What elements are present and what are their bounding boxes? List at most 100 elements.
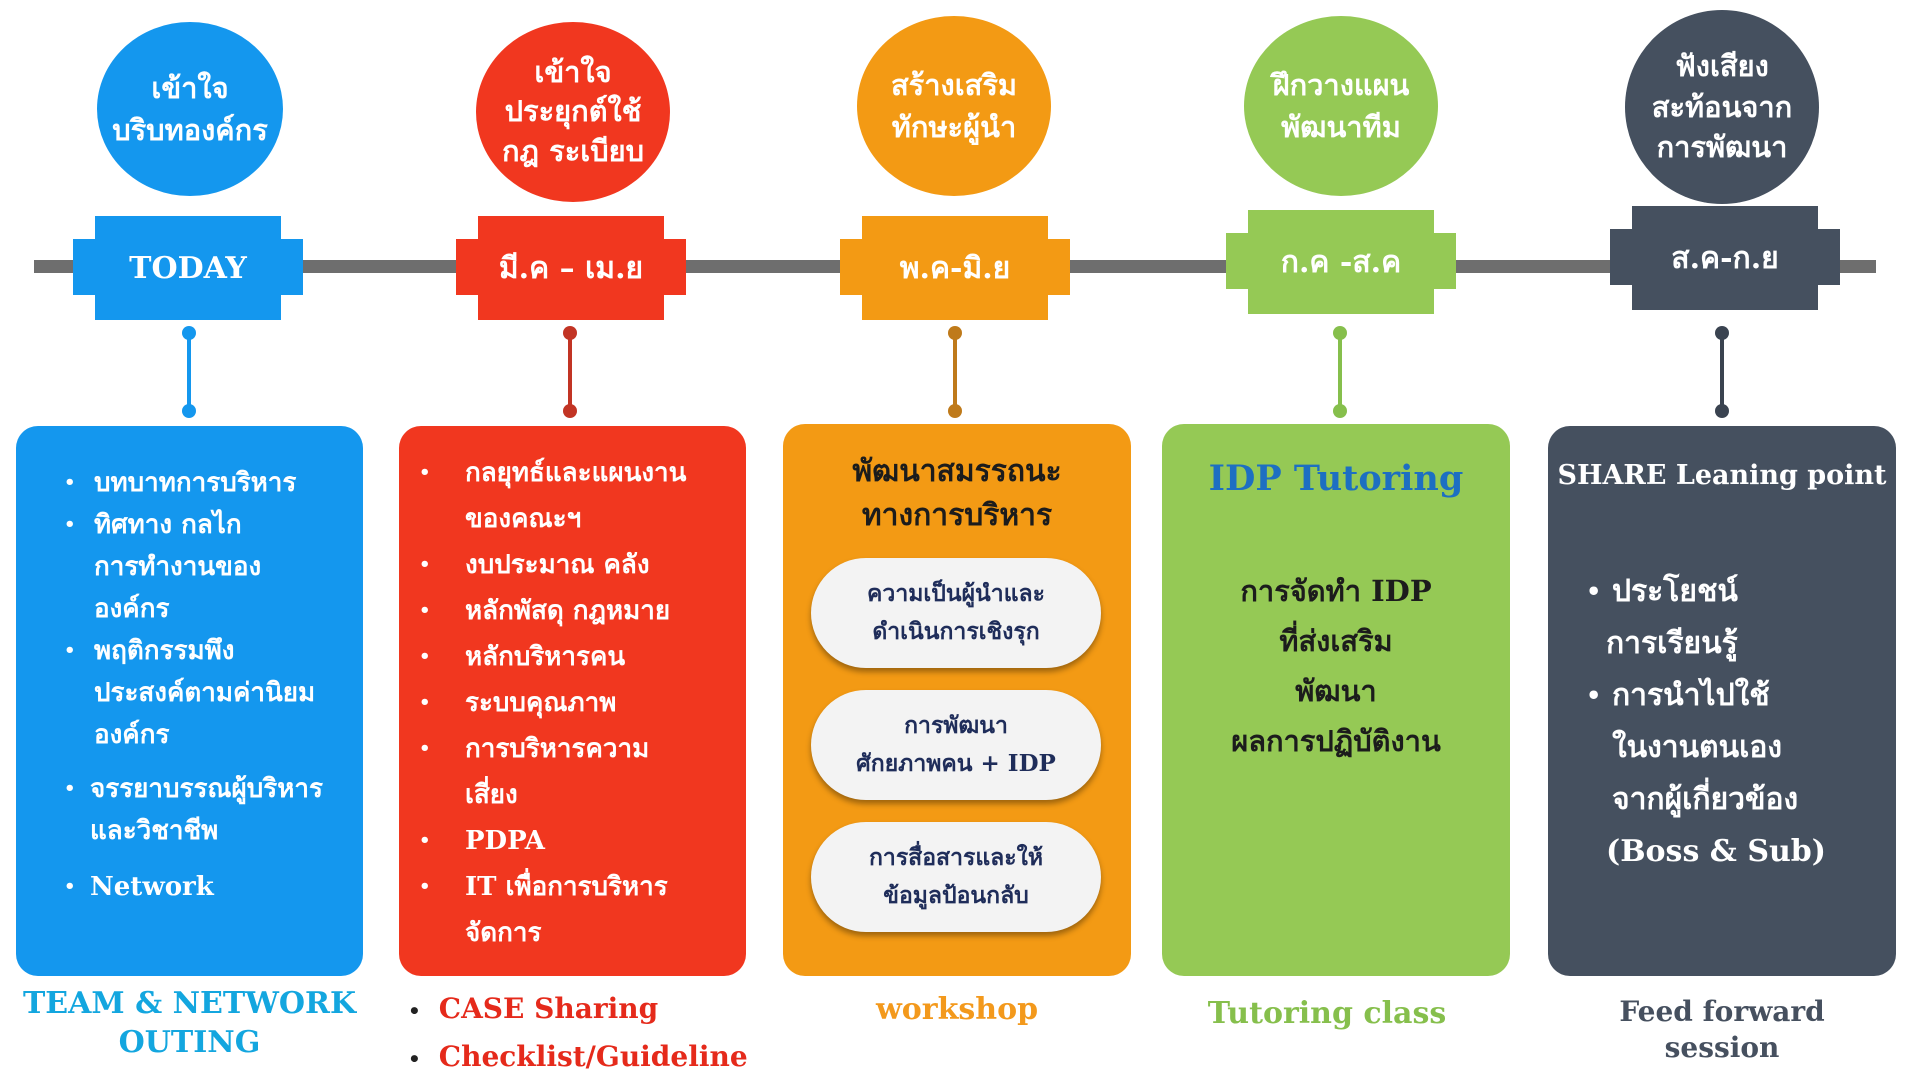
list-item: •PDPA xyxy=(419,826,545,856)
stage-4-circle: ฝึกวางแผน พัฒนาทีม xyxy=(1244,16,1438,196)
connector-stem xyxy=(568,334,572,412)
circle-line: ฝึกวางแผน xyxy=(1272,67,1410,102)
connector-dot xyxy=(1333,404,1347,418)
stage-2-panel: •กลยุทธ์และแผนงาน ของคณะฯ •งบประมาณ คลัง… xyxy=(399,426,746,976)
list-item: •หลักบริหารคน xyxy=(419,642,626,672)
list-item-continued: จัดการ xyxy=(465,918,542,948)
list-item: •ทิศทาง กลไก xyxy=(64,510,242,540)
caption-line: Feed forward xyxy=(1619,995,1825,1028)
caption-line: Tutoring class xyxy=(1207,996,1447,1031)
list-item-continued: องค์กร xyxy=(94,720,170,750)
list-item-continued: ในงานตนเอง xyxy=(1612,730,1783,765)
stage-5-title: SHARE Leaning point xyxy=(1557,460,1887,491)
connector-dot xyxy=(182,326,196,340)
stage-4-date-pill: ก.ค -ส.ค xyxy=(1226,210,1456,314)
connector-stem xyxy=(1338,334,1342,412)
stage-3-title: พัฒนาสมรรถนะ ทางการบริหาร xyxy=(783,450,1131,538)
title-line: ทางการบริหาร xyxy=(861,498,1053,533)
caption-line: •CASE Sharing xyxy=(408,992,659,1025)
connector-dot xyxy=(1715,404,1729,418)
list-item-continued: องค์กร xyxy=(94,594,170,624)
pill-label: มี.ค – เม.ย xyxy=(498,250,644,286)
circle-line: สะท้อนจาก xyxy=(1651,89,1793,124)
pill-tab xyxy=(1432,233,1456,289)
stage-2-caption: •CASE Sharing •Checklist/Guideline xyxy=(408,986,768,1082)
list-item: •พฤติกรรมพึง xyxy=(64,636,235,666)
pill-tab xyxy=(1610,229,1634,285)
circle-line: ทักษะผู้นำ xyxy=(891,110,1017,144)
list-item: •บทบาทการบริหาร xyxy=(64,468,297,498)
topic-line: ข้อมูลป้อนกลับ xyxy=(883,882,1029,909)
connector-stem xyxy=(187,334,191,412)
list-item-continued: ประสงค์ตามค่านิยม xyxy=(94,678,316,708)
topic-line: ความเป็นผู้นำและ xyxy=(867,580,1045,608)
list-item: •IT เพื่อการบริหาร xyxy=(419,872,668,902)
connector-stem xyxy=(1720,334,1724,412)
connector-dot xyxy=(182,404,196,418)
connector-dot xyxy=(948,404,962,418)
stage-5-date-pill: ส.ค-ก.ย xyxy=(1610,206,1840,310)
circle-line: กฎ ระเบียบ xyxy=(502,133,644,168)
stage-1-date-pill: TODAY xyxy=(73,216,303,320)
connector-dot xyxy=(563,404,577,418)
list-item: •ประโยชน์ xyxy=(1586,574,1738,609)
pill-label: TODAY xyxy=(129,250,247,286)
circle-line: ประยุกต์ใช้ xyxy=(504,94,642,129)
circle-line: การพัฒนา xyxy=(1656,130,1788,165)
circle-line: สร้างเสริม xyxy=(890,67,1018,102)
pill-tab xyxy=(662,239,686,295)
caption-line: OUTING xyxy=(118,1025,261,1060)
list-item-continued: (Boss & Sub) xyxy=(1606,834,1826,869)
topic-line: ศักยภาพคน + IDP xyxy=(856,750,1056,777)
circle-line: พัฒนาทีม xyxy=(1281,110,1401,144)
communication-topic-box: การสื่อสารและให้ ข้อมูลป้อนกลับ xyxy=(811,822,1101,932)
stage-5-topic-list: •ประโยชน์ การเรียนรู้ •การนำไปใช้ ในงานต… xyxy=(1586,566,1826,878)
stage-1-topic-list: •บทบาทการบริหาร •ทิศทาง กลไก การทำงานของ… xyxy=(64,462,323,908)
topic-line: การพัฒนา xyxy=(904,712,1008,740)
stage-4-caption: Tutoring class xyxy=(1162,994,1492,1033)
stage-4-body: การจัดทำ IDP ที่ส่งเสริม พัฒนา ผลการปฏิบ… xyxy=(1162,566,1510,766)
list-item-continued: ของคณะฯ xyxy=(465,504,582,534)
list-item: •กลยุทธ์และแผนงาน xyxy=(419,458,687,488)
connector-dot xyxy=(563,326,577,340)
title-line: พัฒนาสมรรถนะ xyxy=(852,454,1062,489)
pill-tab xyxy=(1816,229,1840,285)
list-item: •งบประมาณ คลัง xyxy=(419,550,650,580)
list-item-continued: การทำงานของ xyxy=(94,552,262,582)
list-item-continued: การเรียนรู้ xyxy=(1606,626,1738,661)
list-item-continued: และวิชาชีพ xyxy=(90,816,219,846)
circle-line: ฟังเสียง xyxy=(1675,49,1769,84)
topic-line: การสื่อสารและให้ xyxy=(868,844,1044,872)
stage-5-panel: SHARE Leaning point •ประโยชน์ การเรียนรู… xyxy=(1548,426,1896,976)
body-line: พัฒนา xyxy=(1295,674,1377,708)
connector-stem xyxy=(953,334,957,412)
circle-line: บริบทองค์กร xyxy=(112,113,268,147)
topic-line: ดำเนินการเชิงรุก xyxy=(872,618,1040,645)
pill-label: ส.ค-ก.ย xyxy=(1671,240,1779,276)
stage-4-title: IDP Tutoring xyxy=(1208,458,1464,499)
pill-tab xyxy=(456,239,480,295)
pill-tab xyxy=(279,239,303,295)
body-line: การจัดทำ IDP xyxy=(1240,574,1432,608)
stage-5-circle: ฟังเสียง สะท้อนจาก การพัฒนา xyxy=(1625,10,1819,204)
stage-2-date-pill: มี.ค – เม.ย xyxy=(456,216,686,320)
pill-tab xyxy=(1226,233,1250,289)
list-item-continued: เสี่ยง xyxy=(465,780,518,810)
stage-1-caption: TEAM & NETWORK OUTING xyxy=(16,984,363,1062)
list-item: •การนำไปใช้ xyxy=(1586,678,1770,713)
stage-1-panel: •บทบาทการบริหาร •ทิศทาง กลไก การทำงานของ… xyxy=(16,426,363,976)
leadership-topic-box: ความเป็นผู้นำและ ดำเนินการเชิงรุก xyxy=(811,558,1101,668)
body-line: ผลการปฏิบัติงาน xyxy=(1231,724,1441,758)
pill-tab xyxy=(1046,239,1070,295)
list-item: •Network xyxy=(64,872,214,902)
pill-tab xyxy=(73,239,97,295)
connector-dot xyxy=(1715,326,1729,340)
pill-tab xyxy=(840,239,864,295)
caption-line: session xyxy=(1664,1031,1780,1065)
list-item-continued: จากผู้เกี่ยวข้อง xyxy=(1612,782,1799,817)
circle-line: เข้าใจ xyxy=(151,70,229,105)
stage-2-circle: เข้าใจ ประยุกต์ใช้ กฎ ระเบียบ xyxy=(476,22,670,202)
stage-5-caption: Feed forward session xyxy=(1548,994,1896,1067)
people-development-topic-box: การพัฒนา ศักยภาพคน + IDP xyxy=(811,690,1101,800)
caption-line: TEAM & NETWORK xyxy=(22,986,357,1021)
